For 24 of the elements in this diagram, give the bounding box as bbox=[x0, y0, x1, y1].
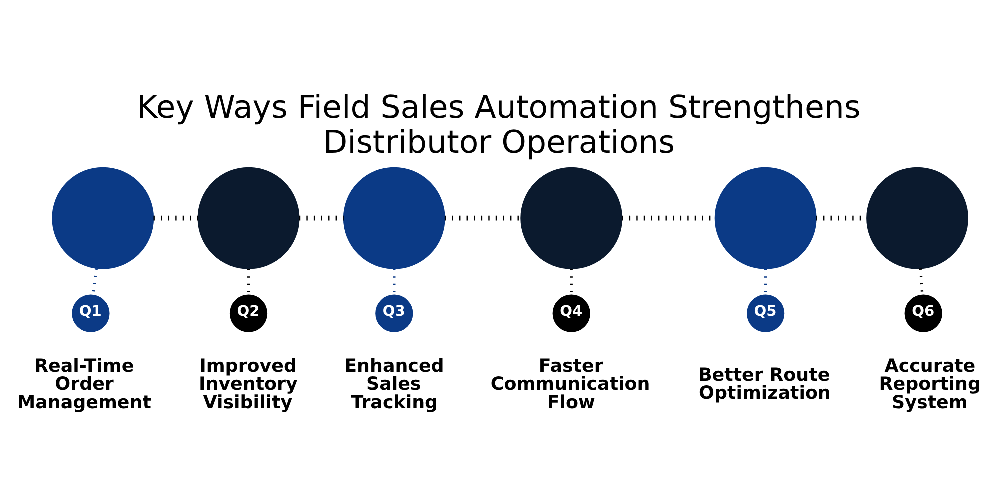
connector bbox=[92, 268, 98, 295]
node-circle: Q1 bbox=[72, 294, 110, 332]
node-label: Real-Time Order Management bbox=[18, 355, 152, 413]
node-label: Accurate Reporting System bbox=[879, 355, 982, 413]
connector bbox=[299, 215, 344, 220]
node-circle: Q4 bbox=[552, 294, 590, 332]
node-circle bbox=[52, 166, 154, 269]
node-label: Better Route Optimization bbox=[698, 364, 831, 404]
node-circle bbox=[866, 166, 969, 269]
connector bbox=[444, 215, 522, 220]
node-circle bbox=[343, 166, 446, 269]
node-circle: Q3 bbox=[376, 294, 414, 332]
node-circle bbox=[520, 166, 623, 269]
node-circle bbox=[714, 166, 817, 269]
node-circle bbox=[198, 166, 300, 269]
node-circle: Q6 bbox=[904, 294, 942, 332]
diagram-title: Key Ways Field Sales Automation Strengthens Distributor Operations bbox=[137, 89, 861, 161]
connector bbox=[919, 268, 924, 295]
node-circle: Q5 bbox=[747, 294, 785, 332]
node-label: Faster Communication Flow bbox=[490, 355, 650, 413]
connector bbox=[154, 215, 198, 220]
node-circle: Q2 bbox=[230, 294, 268, 332]
node-label: Improved Inventory Visibility bbox=[198, 355, 298, 413]
node-label: Enhanced Sales Tracking bbox=[344, 355, 444, 413]
